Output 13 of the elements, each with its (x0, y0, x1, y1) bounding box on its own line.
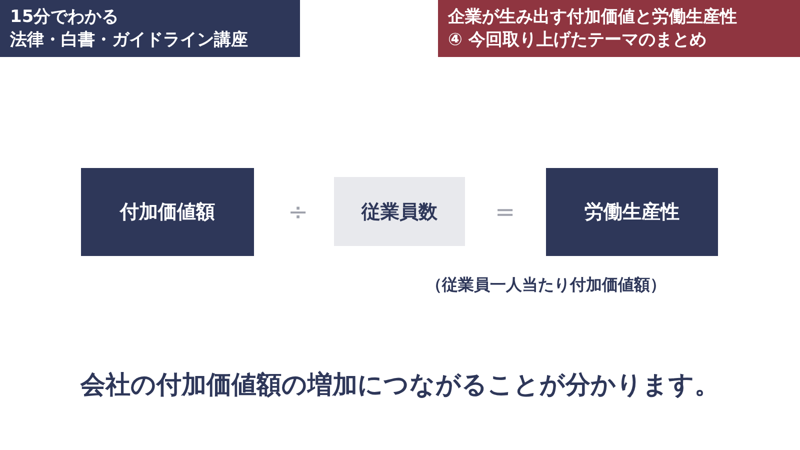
header-text: 15分でわかる (10, 6, 120, 28)
term-note: （従業員一人当たり付加価値額） (426, 275, 666, 296)
operator-sign: = (494, 198, 516, 226)
operator-sign: ÷ (288, 198, 308, 226)
header-banner (0, 0, 300, 57)
header-text: ④ 今回取り上げたテーマのまとめ (448, 28, 708, 52)
header-banner (438, 0, 800, 57)
term-box: 従業員数 (334, 177, 465, 246)
summary-sentence: 会社の付加価値額の増加につながることが分かります。 (79, 369, 720, 401)
term-box: 付加価値額 (81, 168, 254, 256)
header-text: 法律・白書・ガイドライン講座 (10, 28, 249, 52)
term-box: 労働生産性 (546, 168, 718, 256)
header-text: 企業が生み出す付加価値と労働生産性 (448, 6, 738, 28)
